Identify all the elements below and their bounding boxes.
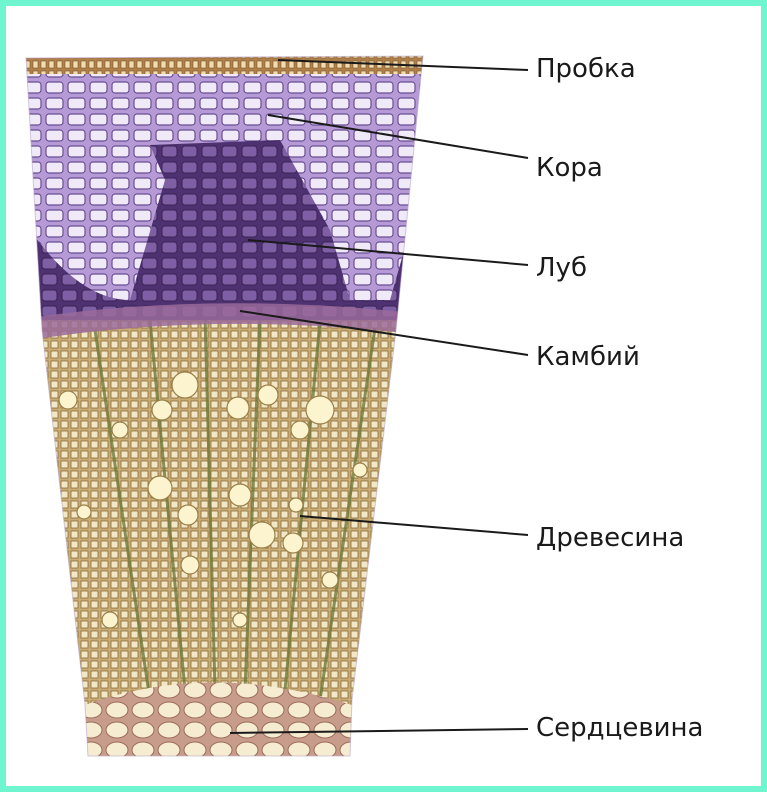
label-pith: Сердцевина <box>536 715 703 741</box>
pith-region <box>85 683 352 761</box>
label-bast: Луб <box>536 255 587 281</box>
cork-band <box>0 50 460 74</box>
label-cork: Пробка <box>536 56 636 82</box>
label-bark: Кора <box>536 155 603 181</box>
label-cambium: Камбий <box>536 344 640 370</box>
label-wood: Древесина <box>536 525 684 551</box>
